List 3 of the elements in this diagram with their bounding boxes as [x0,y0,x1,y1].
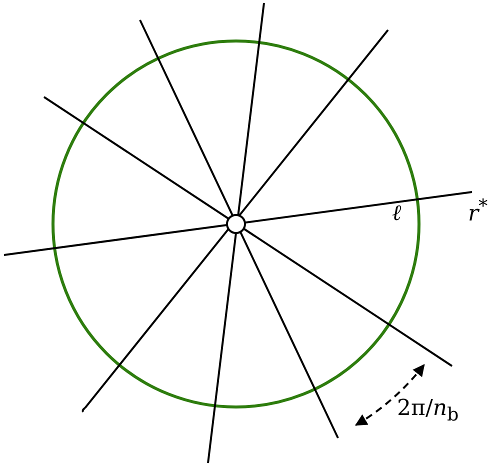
ray-label: r$^{*}$ [468,198,488,226]
arc-length-label: ℓ [392,203,402,225]
angle-label: 2π/n$_{b}$ [397,398,459,425]
